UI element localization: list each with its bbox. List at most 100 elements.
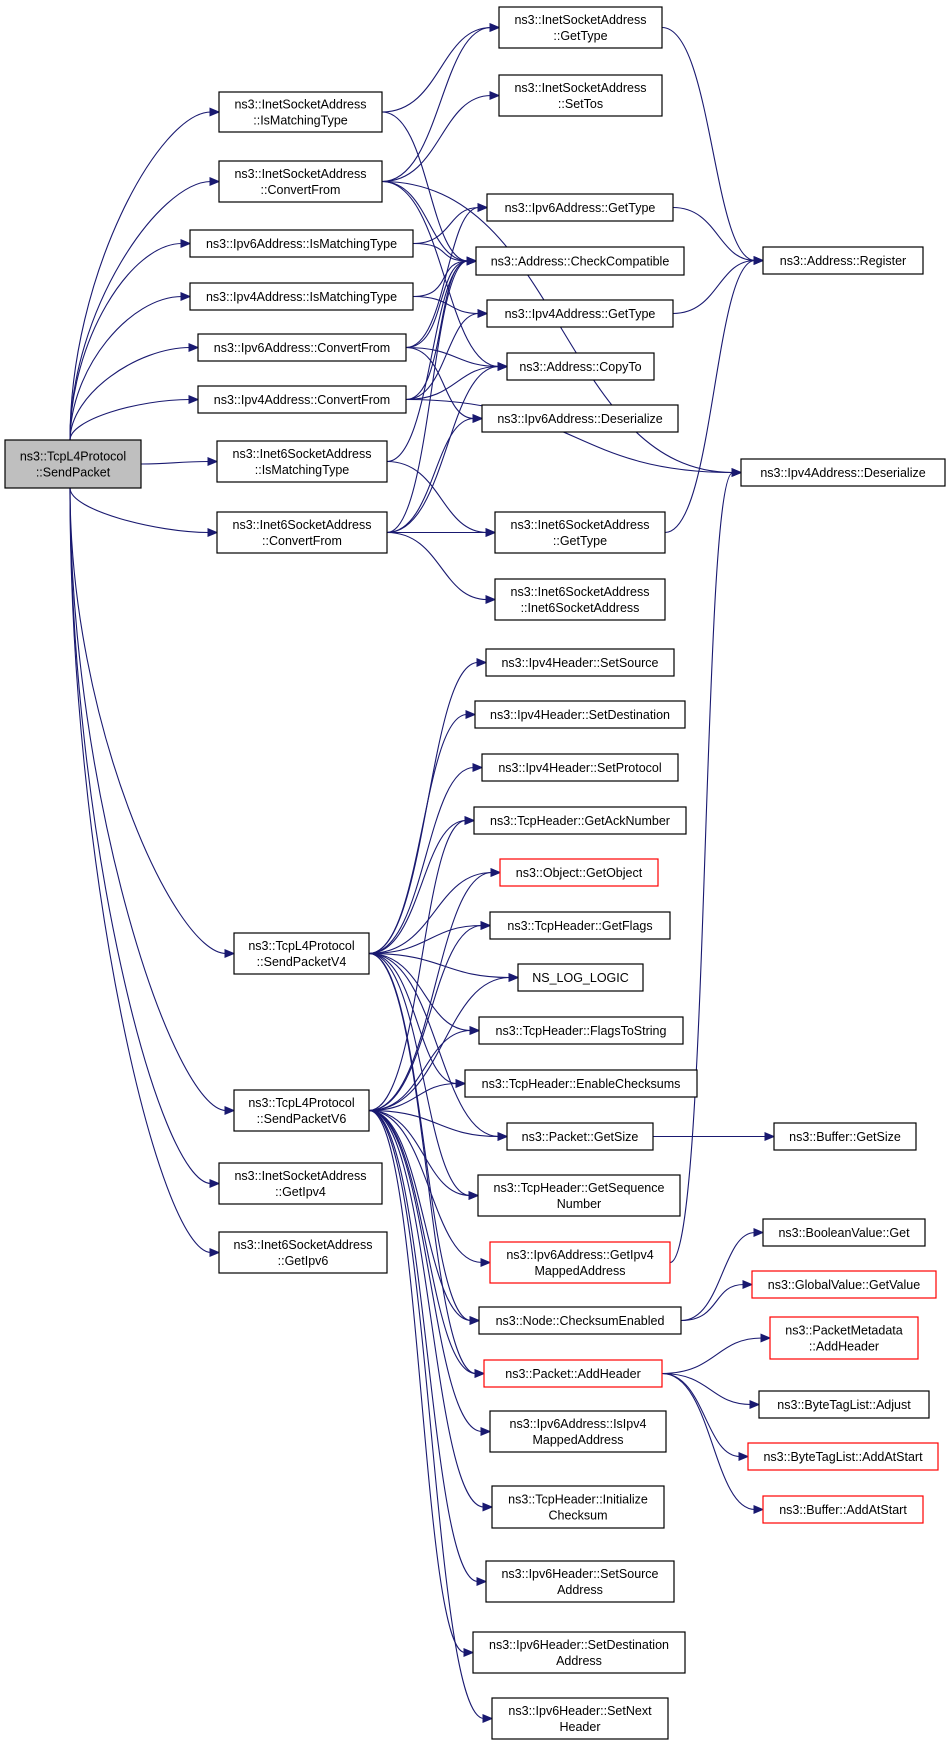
arrowhead bbox=[490, 867, 502, 878]
node-isa-settos[interactable]: ns3::InetSocketAddress::SetTos bbox=[498, 74, 663, 117]
node-ip4h-src[interactable]: ns3::Ipv4Header::SetSource bbox=[485, 648, 675, 677]
node-ip4-gettype[interactable]: ns3::Ipv4Address::GetType bbox=[486, 299, 674, 328]
node-label: ns3::Ipv4Address::ConvertFrom bbox=[214, 393, 390, 407]
node-ip6-convert[interactable]: ns3::Ipv6Address::ConvertFrom bbox=[197, 333, 407, 362]
call-edges bbox=[69, 22, 776, 1724]
arrowhead bbox=[477, 308, 489, 319]
node-i6sa-convert[interactable]: ns3::Inet6SocketAddress::ConvertFrom bbox=[216, 511, 388, 554]
node-obj-getobj[interactable]: ns3::Object::GetObject bbox=[499, 858, 659, 887]
node-label: ns3::Ipv6Address::ConvertFrom bbox=[214, 341, 390, 355]
arrowhead bbox=[180, 238, 192, 249]
edge-i6sa-convert-to-addr-copyto bbox=[386, 365, 500, 534]
node-ip4-match[interactable]: ns3::Ipv4Address::IsMatchingType bbox=[189, 282, 414, 311]
node-v4[interactable]: ns3::TcpL4Protocol::SendPacketV4 bbox=[233, 932, 370, 975]
node-v6[interactable]: ns3::TcpL4Protocol::SendPacketV6 bbox=[233, 1089, 370, 1132]
edge-v4-to-tcph-f2s bbox=[368, 952, 472, 1032]
arrowhead bbox=[738, 1451, 750, 1462]
node-label: ns3::TcpL4Protocol bbox=[248, 939, 354, 953]
node-label: ::IsMatchingType bbox=[253, 114, 348, 128]
node-pm-addhdr[interactable]: ns3::PacketMetadata::AddHeader bbox=[769, 1316, 919, 1360]
node-ip4-deser[interactable]: ns3::Ipv4Address::Deserialize bbox=[740, 458, 946, 487]
node-box bbox=[475, 246, 685, 276]
arrowhead bbox=[749, 1399, 761, 1410]
node-bool-get[interactable]: ns3::BooleanValue::Get bbox=[762, 1218, 926, 1247]
node-box bbox=[218, 160, 383, 203]
node-label: ns3::TcpL4Protocol bbox=[248, 1096, 354, 1110]
node-box bbox=[233, 932, 370, 975]
node-buf-getsize[interactable]: ns3::Buffer::GetSize bbox=[773, 1122, 917, 1151]
edge-v6-to-tcph-f2s bbox=[368, 1029, 472, 1112]
node-ip6-gettype[interactable]: ns3::Ipv6Address::GetType bbox=[486, 193, 674, 222]
node-label: ns3::Inet6SocketAddress bbox=[234, 1238, 373, 1252]
node-i6sa-getipv6[interactable]: ns3::Inet6SocketAddress::GetIpv6 bbox=[218, 1231, 388, 1274]
edge-root-to-isa-match bbox=[69, 111, 212, 441]
node-i6sa-match[interactable]: ns3::Inet6SocketAddress::IsMatchingType bbox=[216, 440, 388, 483]
node-tcph-flags[interactable]: ns3::TcpHeader::GetFlags bbox=[489, 911, 671, 940]
edge-v4-to-ns-log bbox=[368, 952, 511, 979]
node-tcph-enable[interactable]: ns3::TcpHeader::EnableChecksums bbox=[464, 1069, 698, 1098]
arrowhead bbox=[764, 1131, 776, 1142]
node-label: ns3::Address::CopyTo bbox=[519, 360, 641, 374]
node-addr-check[interactable]: ns3::Address::CheckCompatible bbox=[475, 246, 685, 276]
node-ns-log[interactable]: NS_LOG_LOGIC bbox=[517, 963, 644, 992]
edge-i6sa-match-to-addr-check bbox=[386, 260, 469, 463]
node-box bbox=[517, 963, 644, 992]
edge-ip6-convert-to-addr-copyto bbox=[405, 346, 500, 368]
node-isa-gettype[interactable]: ns3::InetSocketAddress::GetType bbox=[498, 6, 663, 49]
node-tcph-ack[interactable]: ns3::TcpHeader::GetAckNumber bbox=[473, 806, 687, 835]
node-addr-copyto[interactable]: ns3::Address::CopyTo bbox=[506, 352, 655, 381]
node-label: ns3::Buffer::AddAtStart bbox=[779, 1503, 907, 1517]
node-ip6-match[interactable]: ns3::Ipv6Address::IsMatchingType bbox=[189, 229, 414, 258]
node-box bbox=[740, 458, 946, 487]
edge-ip6-convert-to-ip6-deser bbox=[405, 346, 475, 420]
node-label: ::IsMatchingType bbox=[255, 463, 350, 477]
node-btl-addstart[interactable]: ns3::ByteTagList::AddAtStart bbox=[747, 1442, 939, 1471]
node-isa-convert[interactable]: ns3::InetSocketAddress::ConvertFrom bbox=[218, 160, 383, 203]
node-label: ns3::InetSocketAddress bbox=[514, 13, 646, 27]
arrowhead bbox=[480, 1257, 492, 1268]
edge-i6sa-gettype-to-addr-register bbox=[664, 259, 756, 534]
node-ip4h-dst[interactable]: ns3::Ipv4Header::SetDestination bbox=[474, 700, 686, 729]
node-box bbox=[218, 1231, 388, 1274]
node-ip4h-proto[interactable]: ns3::Ipv4Header::SetProtocol bbox=[481, 753, 679, 782]
edge-root-to-i6sa-match bbox=[140, 460, 210, 465]
arrowhead bbox=[188, 394, 200, 405]
node-pkt-addhdr[interactable]: ns3::Packet::AddHeader bbox=[483, 1359, 663, 1388]
node-root[interactable]: ns3::TcpL4Protocol::SendPacket bbox=[4, 439, 142, 489]
node-gv-getvalue[interactable]: ns3::GlobalValue::GetValue bbox=[751, 1270, 937, 1299]
node-btl-adjust[interactable]: ns3::ByteTagList::Adjust bbox=[758, 1390, 930, 1419]
edge-root-to-v6 bbox=[69, 487, 227, 1112]
call-nodes: ns3::TcpL4Protocol::SendPacketns3::InetS… bbox=[4, 6, 946, 1740]
arrowhead bbox=[508, 972, 520, 983]
node-tcph-f2s[interactable]: ns3::TcpHeader::FlagsToString bbox=[478, 1016, 684, 1045]
node-ip4-convert[interactable]: ns3::Ipv4Address::ConvertFrom bbox=[197, 385, 407, 414]
node-box bbox=[506, 1122, 654, 1151]
node-label: ns3::Object::GetObject bbox=[516, 866, 643, 880]
node-pkt-getsize[interactable]: ns3::Packet::GetSize bbox=[506, 1122, 654, 1151]
arrowhead bbox=[209, 1178, 221, 1189]
node-i6sa-ctor[interactable]: ns3::Inet6SocketAddress::Inet6SocketAddr… bbox=[494, 578, 666, 621]
node-label: ns3::TcpHeader::GetSequence bbox=[494, 1181, 665, 1195]
node-i6sa-gettype[interactable]: ns3::Inet6SocketAddress::GetType bbox=[494, 511, 666, 554]
edge-root-to-ip6-match bbox=[69, 242, 183, 441]
node-isa-match[interactable]: ns3::InetSocketAddress::IsMatchingType bbox=[218, 91, 383, 133]
node-ip6-deser[interactable]: ns3::Ipv6Address::Deserialize bbox=[481, 404, 679, 433]
edge-v6-to-ip6-getipv4 bbox=[368, 1109, 483, 1264]
arrowhead bbox=[209, 176, 221, 187]
node-node-chk[interactable]: ns3::Node::ChecksumEnabled bbox=[478, 1306, 682, 1335]
node-label: ns3::Ipv6Address::IsIpv4 bbox=[510, 1417, 647, 1431]
edge-i6sa-convert-to-addr-check bbox=[386, 260, 469, 534]
node-box bbox=[762, 1495, 924, 1524]
node-buf-addstart[interactable]: ns3::Buffer::AddAtStart bbox=[762, 1495, 924, 1524]
edge-i6sa-convert-to-i6sa-ctor bbox=[386, 531, 488, 601]
node-addr-register[interactable]: ns3::Address::Register bbox=[762, 246, 924, 275]
node-isa-getipv4[interactable]: ns3::InetSocketAddress::GetIpv4 bbox=[218, 1162, 383, 1205]
arrowhead bbox=[477, 202, 489, 213]
